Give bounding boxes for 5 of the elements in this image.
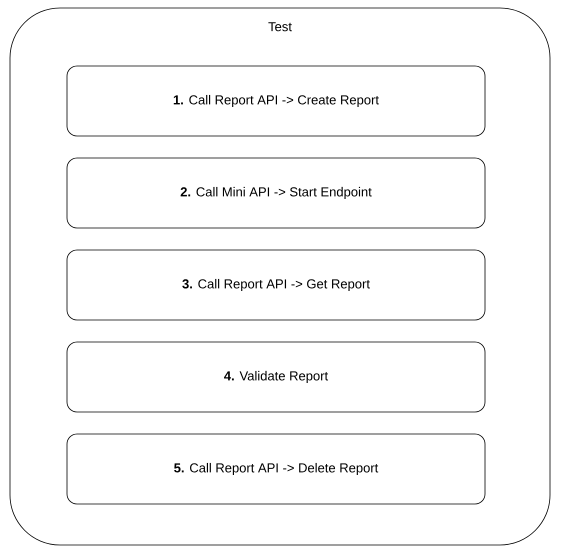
- step-box: 4. Validate Report: [66, 342, 486, 412]
- step-box: 5. Call Report API -> Delete Report: [66, 434, 486, 504]
- step-box: 1. Call Report API -> Create Report: [66, 66, 486, 136]
- step-box: 3. Call Report API -> Get Report: [66, 250, 486, 320]
- step-box: 2. Call Mini API -> Start Endpoint: [66, 158, 486, 228]
